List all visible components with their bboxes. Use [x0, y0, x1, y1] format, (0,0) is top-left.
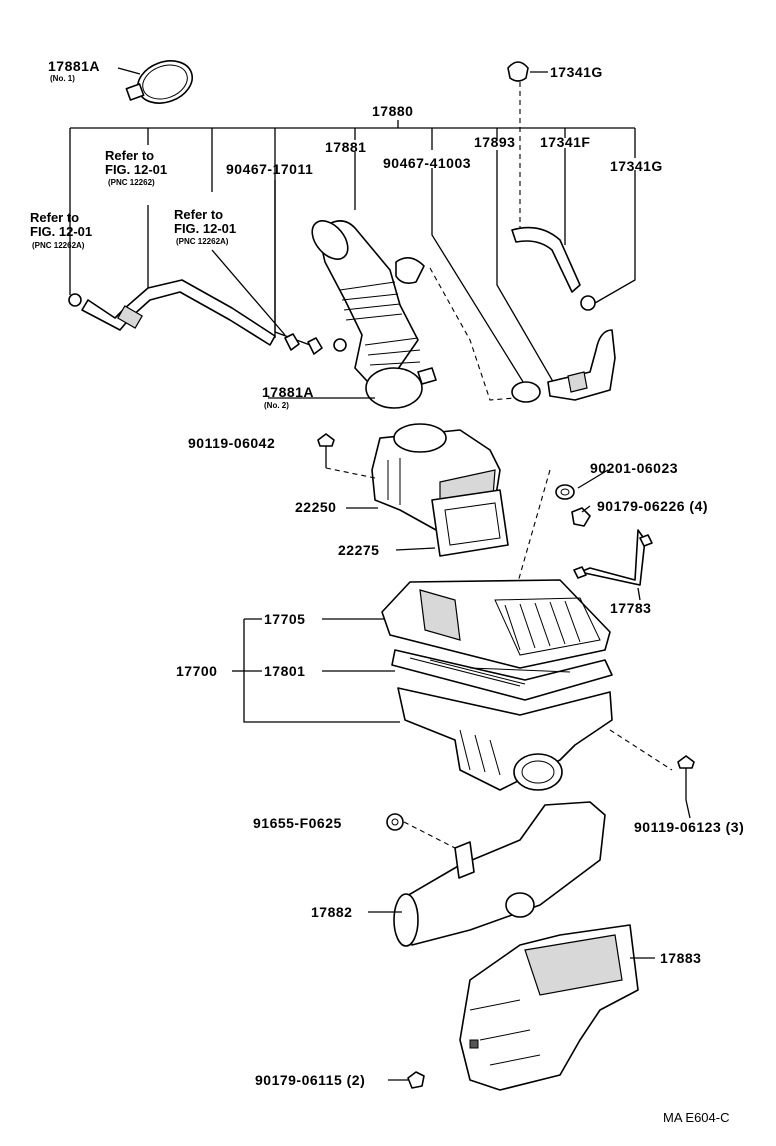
bolt-90119-06123-icon — [609, 729, 695, 800]
hose-clamp-no1-icon — [117, 60, 193, 104]
label-22250: 22250 — [295, 499, 337, 515]
label-refer-pnc-12262A-b-sub: (PNC 12262A) — [176, 237, 229, 246]
label-refer-pnc-12262A-a-sub: (PNC 12262A) — [32, 241, 85, 250]
label-17801: 17801 — [264, 663, 306, 679]
label-90179-06226: 90179-06226 (4) — [597, 498, 709, 514]
label-90467-17011: 90467-17011 — [226, 161, 314, 177]
label-17881A-no2: 17881A — [262, 384, 315, 400]
nut-90201-06023-icon — [555, 484, 575, 500]
gasket-22275 — [431, 489, 509, 557]
label-90201-06023: 90201-06023 — [590, 460, 679, 476]
label-refer-pnc-12262: Refer to FIG. 12-01 — [105, 148, 168, 178]
label-17893: 17893 — [474, 134, 516, 150]
label-17881A-no2-sub: (No. 2) — [264, 401, 289, 410]
label-90119-06042: 90119-06042 — [188, 435, 276, 451]
label-17700: 17700 — [176, 663, 218, 679]
label-17881A-no1: 17881A — [48, 58, 101, 74]
figure-code: MA E604-C — [663, 1110, 730, 1125]
label-90467-41003: 90467-41003 — [383, 155, 472, 171]
label-17705: 17705 — [264, 611, 306, 627]
label-refer-pnc-12262A-b: Refer to FIG. 12-01 — [174, 207, 237, 237]
label-17880: 17880 — [372, 103, 414, 119]
pcv-hose-17341F — [511, 226, 596, 311]
label-17341F: 17341F — [540, 134, 591, 150]
hose-clips — [284, 333, 347, 355]
label-90179-06115: 90179-06115 (2) — [255, 1072, 366, 1088]
bolt-90119-06042-icon — [317, 433, 376, 479]
label-17881: 17881 — [325, 139, 367, 155]
grommet-90179-06226-icon — [571, 507, 591, 527]
label-refer-pnc-12262A-a: Refer to FIG. 12-01 — [30, 210, 93, 240]
label-leaders — [232, 397, 691, 1081]
bracket-17783 — [573, 529, 653, 586]
label-22275: 22275 — [338, 542, 380, 558]
washer-91655-F0625-icon — [386, 813, 456, 849]
breather-hose-17893 — [511, 329, 616, 403]
label-refer-pnc-12262-sub: (PNC 12262) — [108, 178, 155, 187]
air-cleaner-cap-17705 — [381, 579, 611, 669]
label-17881A-no1-sub: (No. 1) — [50, 74, 75, 83]
resonator-17883 — [459, 924, 639, 1091]
label-17783: 17783 — [610, 600, 652, 616]
label-91655-F0625: 91655-F0625 — [253, 815, 342, 831]
leader-lines-17880 — [69, 82, 636, 401]
hose-clamp-small-icon — [507, 61, 548, 82]
clip-90179-06115-icon — [407, 1071, 425, 1089]
label-17883: 17883 — [660, 950, 702, 966]
label-17341G-right: 17341G — [610, 158, 663, 174]
label-90119-06123: 90119-06123 (3) — [634, 819, 745, 835]
air-duct-17882 — [393, 801, 606, 947]
label-17882: 17882 — [311, 904, 353, 920]
label-17341G-top: 17341G — [550, 64, 603, 80]
air-cleaner-element-17801 — [391, 649, 613, 701]
intake-hose-17881 — [311, 220, 437, 409]
vacuum-hose-assembly — [68, 279, 276, 346]
air-cleaner-case — [397, 687, 613, 791]
